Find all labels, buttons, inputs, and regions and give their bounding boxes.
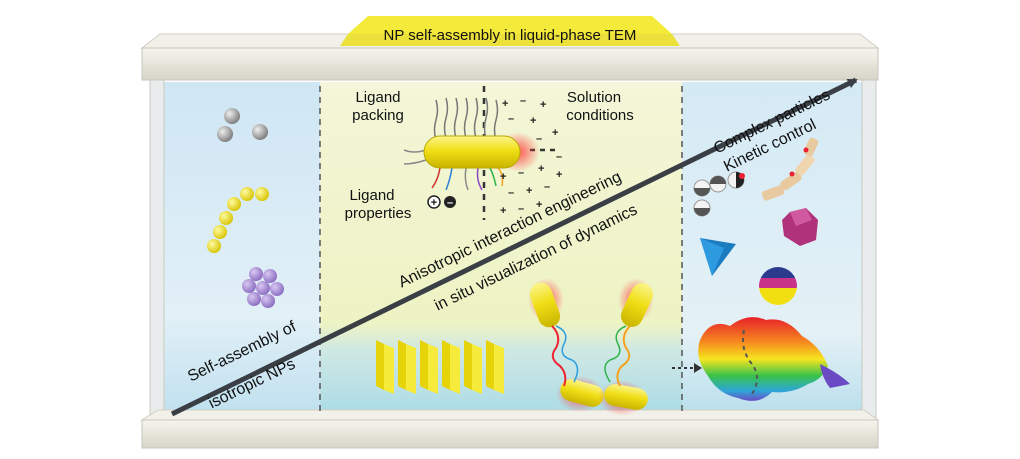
label-ligand-properties-2: properties — [345, 205, 412, 222]
frame-bottom-top — [140, 409, 880, 421]
title-banner-base — [340, 34, 680, 46]
svg-text:–: – — [447, 197, 453, 209]
blue-tetrahedron-shade — [700, 238, 724, 276]
svg-text:–: – — [518, 167, 524, 179]
svg-text:+: + — [540, 99, 546, 111]
svg-text:+: + — [500, 171, 506, 183]
svg-text:–: – — [508, 113, 514, 125]
svg-text:+: + — [536, 199, 542, 211]
frame-left-wall — [149, 79, 165, 421]
purple-sphere-cluster — [242, 267, 284, 308]
janus-particles — [693, 171, 745, 217]
label-ligand-properties-1: Ligand — [349, 187, 394, 204]
label-ligand-packing-2: packing — [352, 107, 404, 124]
striped-sphere — [759, 267, 797, 305]
svg-text:+: + — [552, 127, 558, 139]
tethered-nanorods — [528, 278, 654, 416]
svg-text:–: – — [544, 181, 550, 193]
svg-text:–: – — [536, 133, 542, 145]
yellow-sphere-chain — [207, 187, 269, 253]
svg-text:+: + — [530, 115, 536, 127]
purple-polyhedron-highlight — [790, 208, 812, 226]
ligand-rod-figure: + – — [403, 97, 540, 209]
frame-top-front — [141, 47, 879, 81]
title-text: NP self-assembly in liquid-phase TEM — [384, 27, 637, 44]
svg-text:+: + — [538, 163, 544, 175]
svg-text:+: + — [526, 185, 532, 197]
svg-text:–: – — [520, 95, 526, 107]
nanoplate-stack — [376, 340, 504, 394]
svg-text:–: – — [556, 151, 562, 163]
frame-right-wall — [861, 79, 877, 421]
energy-landscape — [698, 317, 850, 401]
grey-spheres — [217, 108, 268, 142]
frame-bottom-front — [141, 419, 879, 449]
label-solution-1: Solution — [567, 89, 621, 106]
small-arrow-head — [694, 363, 702, 373]
water-panel-left — [163, 82, 320, 417]
label-ligand-packing-1: Ligand — [355, 89, 400, 106]
svg-text:+: + — [556, 169, 562, 181]
solution-ions: +–+ –+ –+ +–+ –+– +–+ –+ — [500, 95, 562, 217]
svg-text:+: + — [500, 205, 506, 217]
main-arrow — [170, 77, 858, 417]
svg-text:+: + — [431, 197, 437, 209]
segmented-rod-chain — [761, 137, 819, 201]
svg-text:–: – — [508, 187, 514, 199]
svg-text:+: + — [502, 98, 508, 110]
svg-text:–: – — [518, 203, 524, 215]
title-banner — [348, 16, 672, 34]
label-solution-2: conditions — [566, 107, 634, 124]
